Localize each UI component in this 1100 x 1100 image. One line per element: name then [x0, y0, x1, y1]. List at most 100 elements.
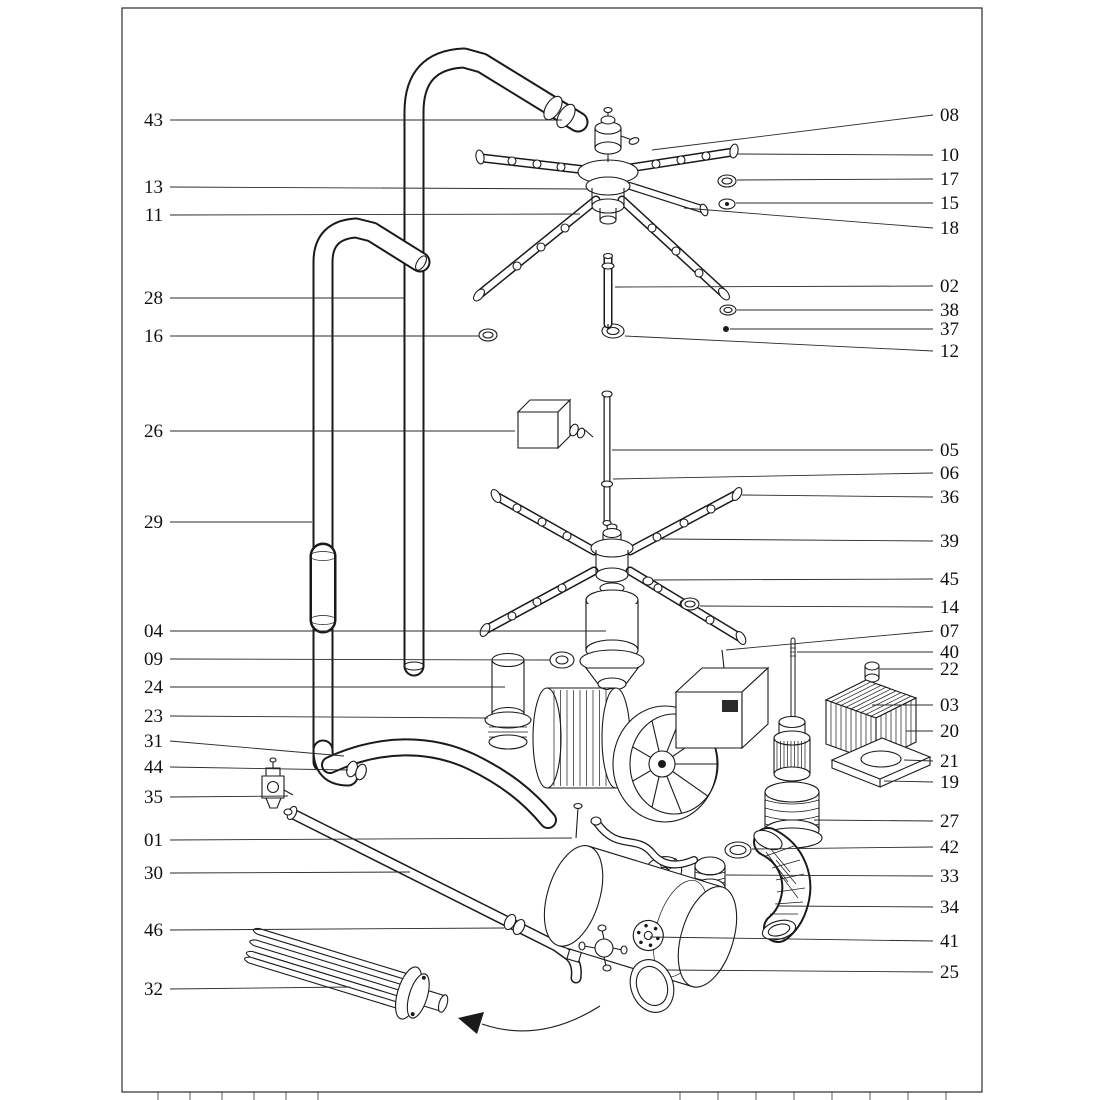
drawing-frame-border: [121, 7, 983, 1093]
leader-line-27: [813, 819, 934, 822]
suction-pipe-curve: [321, 738, 557, 829]
leader-line-45: [653, 578, 934, 581]
callout-label-09: 09: [144, 649, 163, 670]
leader-line-44: [169, 766, 349, 771]
callout-label-07: 07: [940, 621, 959, 642]
callout-label-27: 27: [940, 811, 959, 832]
callout-label-30: 30: [144, 863, 163, 884]
callout-label-18: 18: [940, 218, 959, 239]
callout-label-36: 36: [940, 487, 959, 508]
callout-label-35: 35: [144, 787, 163, 808]
callout-label-45: 45: [940, 569, 959, 590]
leader-line-35: [169, 795, 289, 798]
callout-label-19: 19: [940, 772, 959, 793]
callout-label-10: 10: [940, 145, 959, 166]
solenoid-valve: [261, 757, 294, 816]
leader-line-46: [169, 927, 505, 931]
pipe-coupling-top: [543, 95, 576, 129]
leader-line-08: [651, 114, 934, 151]
leader-line-07: [725, 630, 934, 651]
air-pipe-cylinder: [484, 652, 532, 750]
callout-label-26: 26: [144, 421, 163, 442]
callout-label-33: 33: [940, 866, 959, 887]
callout-label-08: 08: [940, 105, 959, 126]
fitting-22: [864, 661, 880, 683]
callout-label-11: 11: [145, 205, 163, 226]
callout-label-02: 02: [940, 276, 959, 297]
callout-label-04: 04: [144, 621, 164, 642]
top-spray-assembly: [473, 106, 739, 302]
callout-label-28: 28: [144, 288, 163, 309]
leader-line-30: [169, 871, 411, 874]
callout-label-13: 13: [144, 177, 163, 198]
leader-line-34: [777, 905, 934, 908]
leader-line-23: [169, 715, 489, 719]
leader-line-33: [725, 874, 934, 877]
leader-line-31: [169, 740, 345, 757]
heating-element: [244, 927, 449, 1020]
callout-label-25: 25: [940, 962, 959, 983]
callout-label-14: 14: [940, 597, 960, 618]
pump-body: [549, 589, 645, 697]
callout-label-32: 32: [144, 979, 163, 1000]
leader-line-10: [736, 153, 934, 156]
callout-label-15: 15: [940, 193, 959, 214]
callout-label-39: 39: [940, 531, 959, 552]
center-shaft: [600, 390, 614, 527]
callout-label-17: 17: [940, 169, 959, 190]
tank-fitting: [578, 924, 628, 972]
motor-blower: [532, 687, 719, 839]
leader-line-02: [614, 285, 934, 288]
callout-label-21: 21: [940, 751, 959, 772]
base-plate: [830, 737, 932, 788]
top-loose-parts: [478, 174, 737, 342]
leader-line-12: [624, 335, 934, 352]
callout-label-05: 05: [940, 440, 959, 461]
callout-label-16: 16: [144, 326, 163, 347]
leader-line-39: [661, 538, 934, 542]
callout-label-34: 34: [940, 897, 960, 918]
leader-line-09: [169, 658, 551, 661]
tank-lid: [629, 959, 675, 1013]
callout-label-38: 38: [940, 300, 959, 321]
drain-pipe-long: [286, 805, 582, 984]
leader-line-25: [665, 969, 934, 973]
callout-label-42: 42: [940, 837, 959, 858]
frame-pipe-long: [403, 47, 589, 677]
leader-line-42: [751, 846, 934, 850]
title-block-strip: [157, 1092, 947, 1100]
leader-line-13: [169, 186, 589, 190]
callout-label-37: 37: [940, 319, 959, 340]
leader-line-32: [169, 986, 351, 990]
callout-label-12: 12: [940, 341, 959, 362]
callout-label-41: 41: [940, 931, 959, 952]
callout-label-46: 46: [144, 920, 163, 941]
electric-box: [674, 649, 770, 750]
leader-line-06: [612, 472, 934, 480]
drain-hose-curve: [590, 816, 698, 869]
callout-label-44: 44: [144, 757, 164, 778]
callout-label-29: 29: [144, 512, 163, 533]
callout-label-20: 20: [940, 721, 959, 742]
rotation-arrow: [458, 1005, 601, 1034]
leader-line-41: [649, 936, 934, 942]
callout-label-06: 06: [940, 463, 959, 484]
callout-label-31: 31: [144, 731, 163, 752]
callout-label-43: 43: [144, 110, 163, 131]
callout-label-03: 03: [940, 695, 959, 716]
pipe-fitting-44: [346, 760, 367, 781]
callout-label-22: 22: [940, 659, 959, 680]
callout-label-23: 23: [144, 706, 163, 727]
leader-line-18: [683, 207, 934, 229]
callout-label-24: 24: [144, 677, 164, 698]
leader-line-14: [699, 605, 934, 608]
leader-line-11: [169, 213, 581, 216]
upper-shaft: [601, 252, 615, 330]
callout-label-40: 40: [940, 642, 959, 663]
leader-line-01: [169, 837, 573, 841]
leader-line-36: [741, 494, 934, 498]
